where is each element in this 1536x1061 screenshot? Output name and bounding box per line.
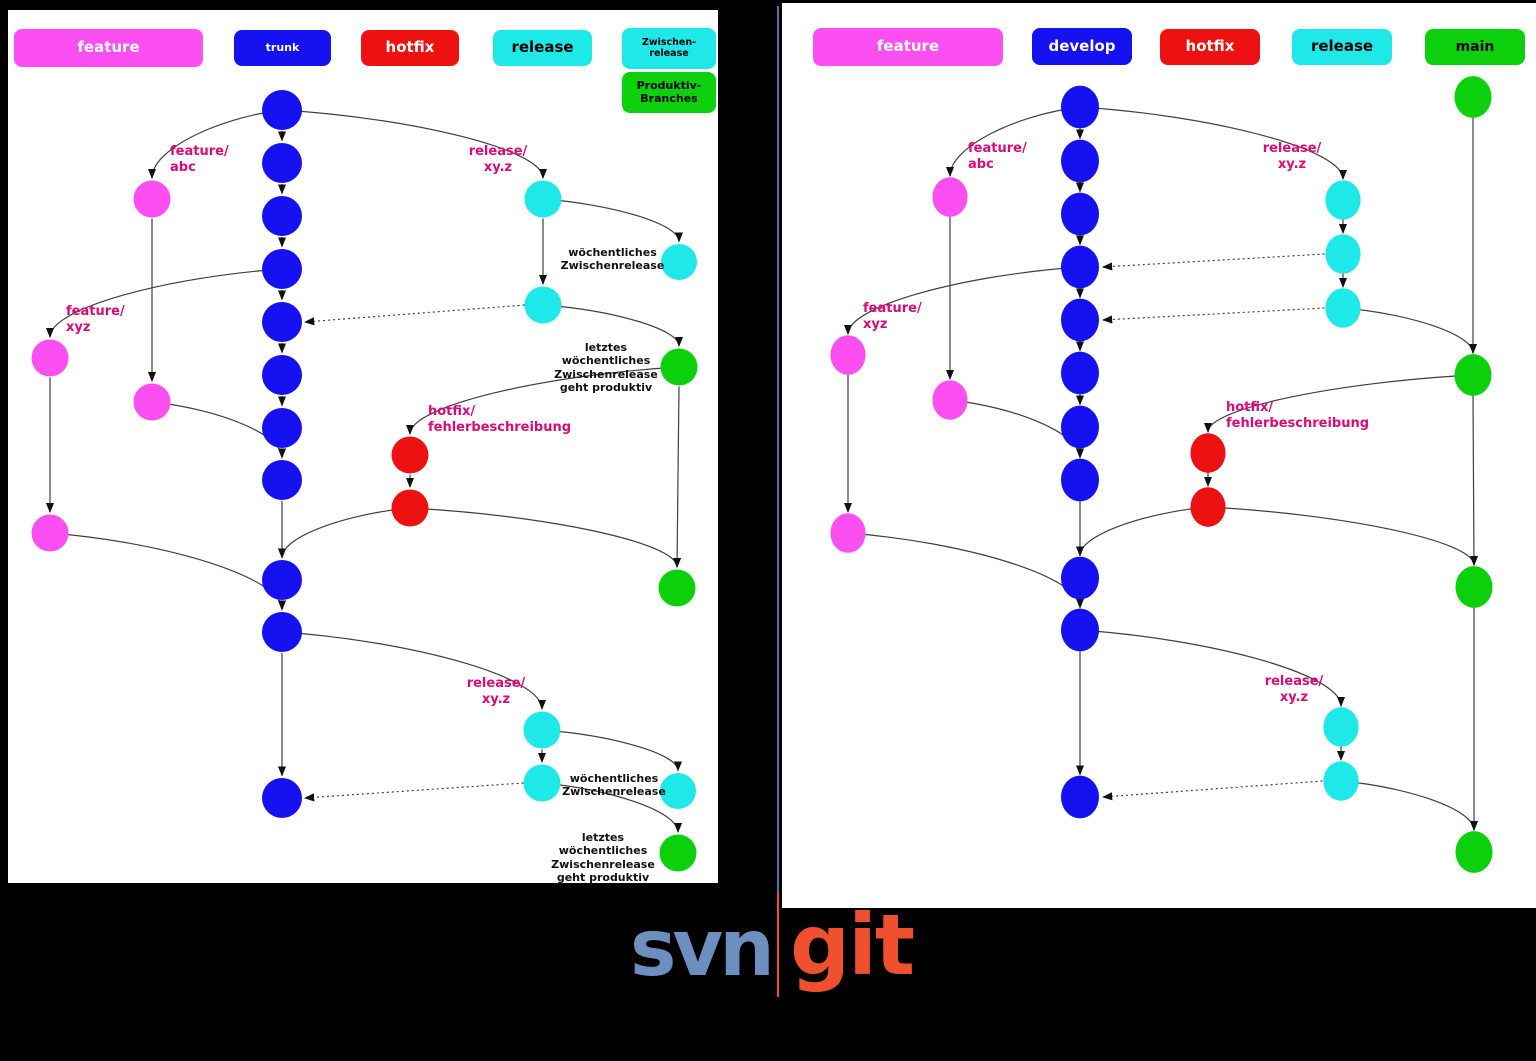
branch-name-label: hotfix/ fehlerbeschreibung — [428, 404, 572, 435]
branch-name-label: feature/ xyz — [863, 301, 922, 332]
git-logo: git — [790, 896, 915, 994]
git-diagram-panel — [782, 3, 1536, 908]
panel-divider-line — [777, 6, 779, 892]
legend-hotfix: hotfix — [361, 30, 459, 66]
annotation-label: wöchentliches Zwischenrelease — [560, 246, 665, 273]
branch-name-label: feature/ abc — [968, 141, 1027, 172]
legend-produktiv-branches: Produktiv- Branches — [622, 72, 716, 113]
branch-name-label: feature/ xyz — [66, 304, 125, 335]
annotation-label: letztes wöchentliches Zwischenrelease ge… — [551, 831, 655, 885]
annotation-label: wöchentliches Zwischenrelease — [562, 772, 666, 799]
legend-hotfix: hotfix — [1160, 29, 1260, 65]
legend-zwischen-release: Zwischen- release — [622, 28, 716, 69]
legend-develop: develop — [1032, 28, 1132, 65]
legend-main: main — [1425, 29, 1525, 65]
legend-feature: feature — [813, 28, 1003, 66]
legend-release: release — [493, 30, 592, 66]
svn-diagram-panel — [8, 10, 718, 883]
branch-name-label: release/ xy.z — [468, 144, 528, 175]
legend-feature: feature — [14, 29, 203, 67]
legend-release: release — [1292, 29, 1392, 65]
branch-name-label: release/ xy.z — [1262, 141, 1322, 172]
legend-trunk: trunk — [234, 30, 331, 66]
branch-name-label: release/ xy.z — [1264, 674, 1324, 705]
svn-logo: svn — [630, 904, 775, 994]
branch-name-label: hotfix/ fehlerbeschreibung — [1226, 400, 1370, 431]
branch-name-label: release/ xy.z — [466, 676, 526, 707]
logo-divider-line — [777, 892, 779, 997]
branch-name-label: feature/ abc — [170, 144, 229, 175]
annotation-label: letztes wöchentliches Zwischenrelease ge… — [554, 341, 658, 395]
